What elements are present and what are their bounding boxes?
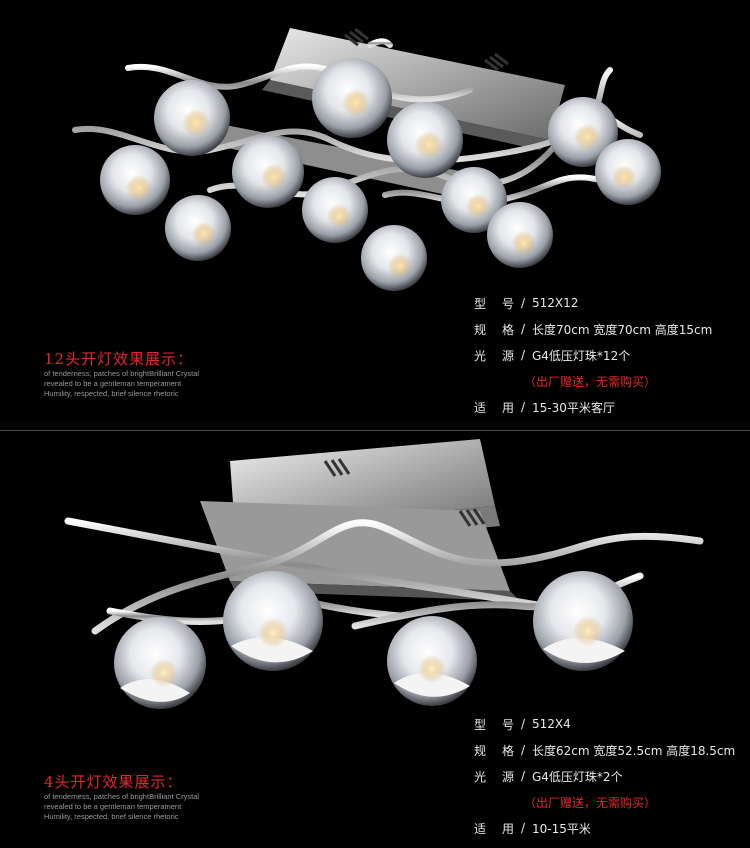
spec-separator: / bbox=[520, 717, 526, 731]
spec-label: 光源 bbox=[474, 348, 514, 363]
glass-globes bbox=[114, 571, 633, 709]
spec-label: 适用 bbox=[474, 821, 514, 836]
spec-list: 型号 / 512X12 规格 / 长度70cm 宽度70cm 高度15cm 光源… bbox=[474, 290, 712, 420]
spec-note: （出厂赠送，无需购买） bbox=[524, 374, 657, 389]
tagline: of tenderness, patches of brightBrillian… bbox=[44, 369, 199, 399]
spec-value-model: 512X4 bbox=[532, 717, 571, 731]
spec-label: 规格 bbox=[474, 743, 514, 758]
panel-title: 4头开灯效果展示： bbox=[44, 773, 183, 791]
spec-label: 规格 bbox=[474, 322, 514, 337]
spec-row-light: 光源 / G4低压灯珠*2个 bbox=[474, 763, 735, 789]
spec-note: （出厂赠送，无需购买） bbox=[524, 795, 657, 810]
spec-separator: / bbox=[520, 348, 526, 362]
spec-row-model: 型号 / 512X12 bbox=[474, 290, 712, 316]
product-panel-12-head: 12头开灯效果展示： of tenderness, patches of bri… bbox=[0, 0, 750, 422]
tagline-line: revealed to be a gentleman temperament bbox=[44, 379, 182, 388]
spec-row-use: 适用 / 15-30平米客厅 bbox=[474, 394, 712, 420]
spec-value-use: 15-30平米客厅 bbox=[532, 400, 615, 415]
tagline-line: revealed to be a gentleman temperament bbox=[44, 802, 182, 811]
spec-label: 型号 bbox=[474, 296, 514, 311]
tagline: of tenderness, patches of brightBrillian… bbox=[44, 792, 199, 822]
spec-label: 型号 bbox=[474, 717, 514, 732]
spec-value-light: G4低压灯珠*12个 bbox=[532, 348, 631, 363]
spec-value-light: G4低压灯珠*2个 bbox=[532, 769, 623, 784]
spec-list: 型号 / 512X4 规格 / 长度62cm 宽度52.5cm 高度18.5cm… bbox=[474, 711, 735, 841]
spec-separator: / bbox=[520, 296, 526, 310]
spec-row-use: 适用 / 10-15平米 bbox=[474, 815, 735, 841]
tagline-line: of tenderness, patches of brightBrillian… bbox=[44, 369, 200, 378]
spec-value-size: 长度70cm 宽度70cm 高度15cm bbox=[532, 322, 713, 337]
panel-divider bbox=[0, 422, 750, 430]
spec-value-size: 长度62cm 宽度52.5cm 高度18.5cm bbox=[532, 743, 736, 758]
glass-globes bbox=[100, 58, 661, 291]
spec-value-use: 10-15平米 bbox=[532, 821, 591, 836]
panel-title: 12头开灯效果展示： bbox=[44, 350, 194, 368]
spec-row-size: 规格 / 长度62cm 宽度52.5cm 高度18.5cm bbox=[474, 737, 735, 763]
tagline-line: Humility, respected, brief silence rheto… bbox=[44, 812, 179, 821]
spec-value-model: 512X12 bbox=[532, 296, 579, 310]
spec-label: 适用 bbox=[474, 400, 514, 415]
tagline-line: of tenderness, patches of brightBrillian… bbox=[44, 792, 200, 801]
tagline-line: Humility, respected, brief silence rheto… bbox=[44, 389, 179, 398]
spec-row-light: 光源 / G4低压灯珠*12个 bbox=[474, 342, 712, 368]
chandelier-12-head-photo bbox=[72, 27, 661, 291]
spec-row-size: 规格 / 长度70cm 宽度70cm 高度15cm bbox=[474, 316, 712, 342]
spec-row-model: 型号 / 512X4 bbox=[474, 711, 735, 737]
spec-separator: / bbox=[520, 400, 526, 414]
product-panel-4-head: 4头开灯效果展示： of tenderness, patches of brig… bbox=[0, 430, 750, 848]
spec-separator: / bbox=[520, 743, 526, 757]
spec-separator: / bbox=[520, 322, 526, 336]
spec-label: 光源 bbox=[474, 769, 514, 784]
spec-separator: / bbox=[520, 821, 526, 835]
chandelier-4-head-photo bbox=[64, 439, 704, 709]
spec-separator: / bbox=[520, 769, 526, 783]
